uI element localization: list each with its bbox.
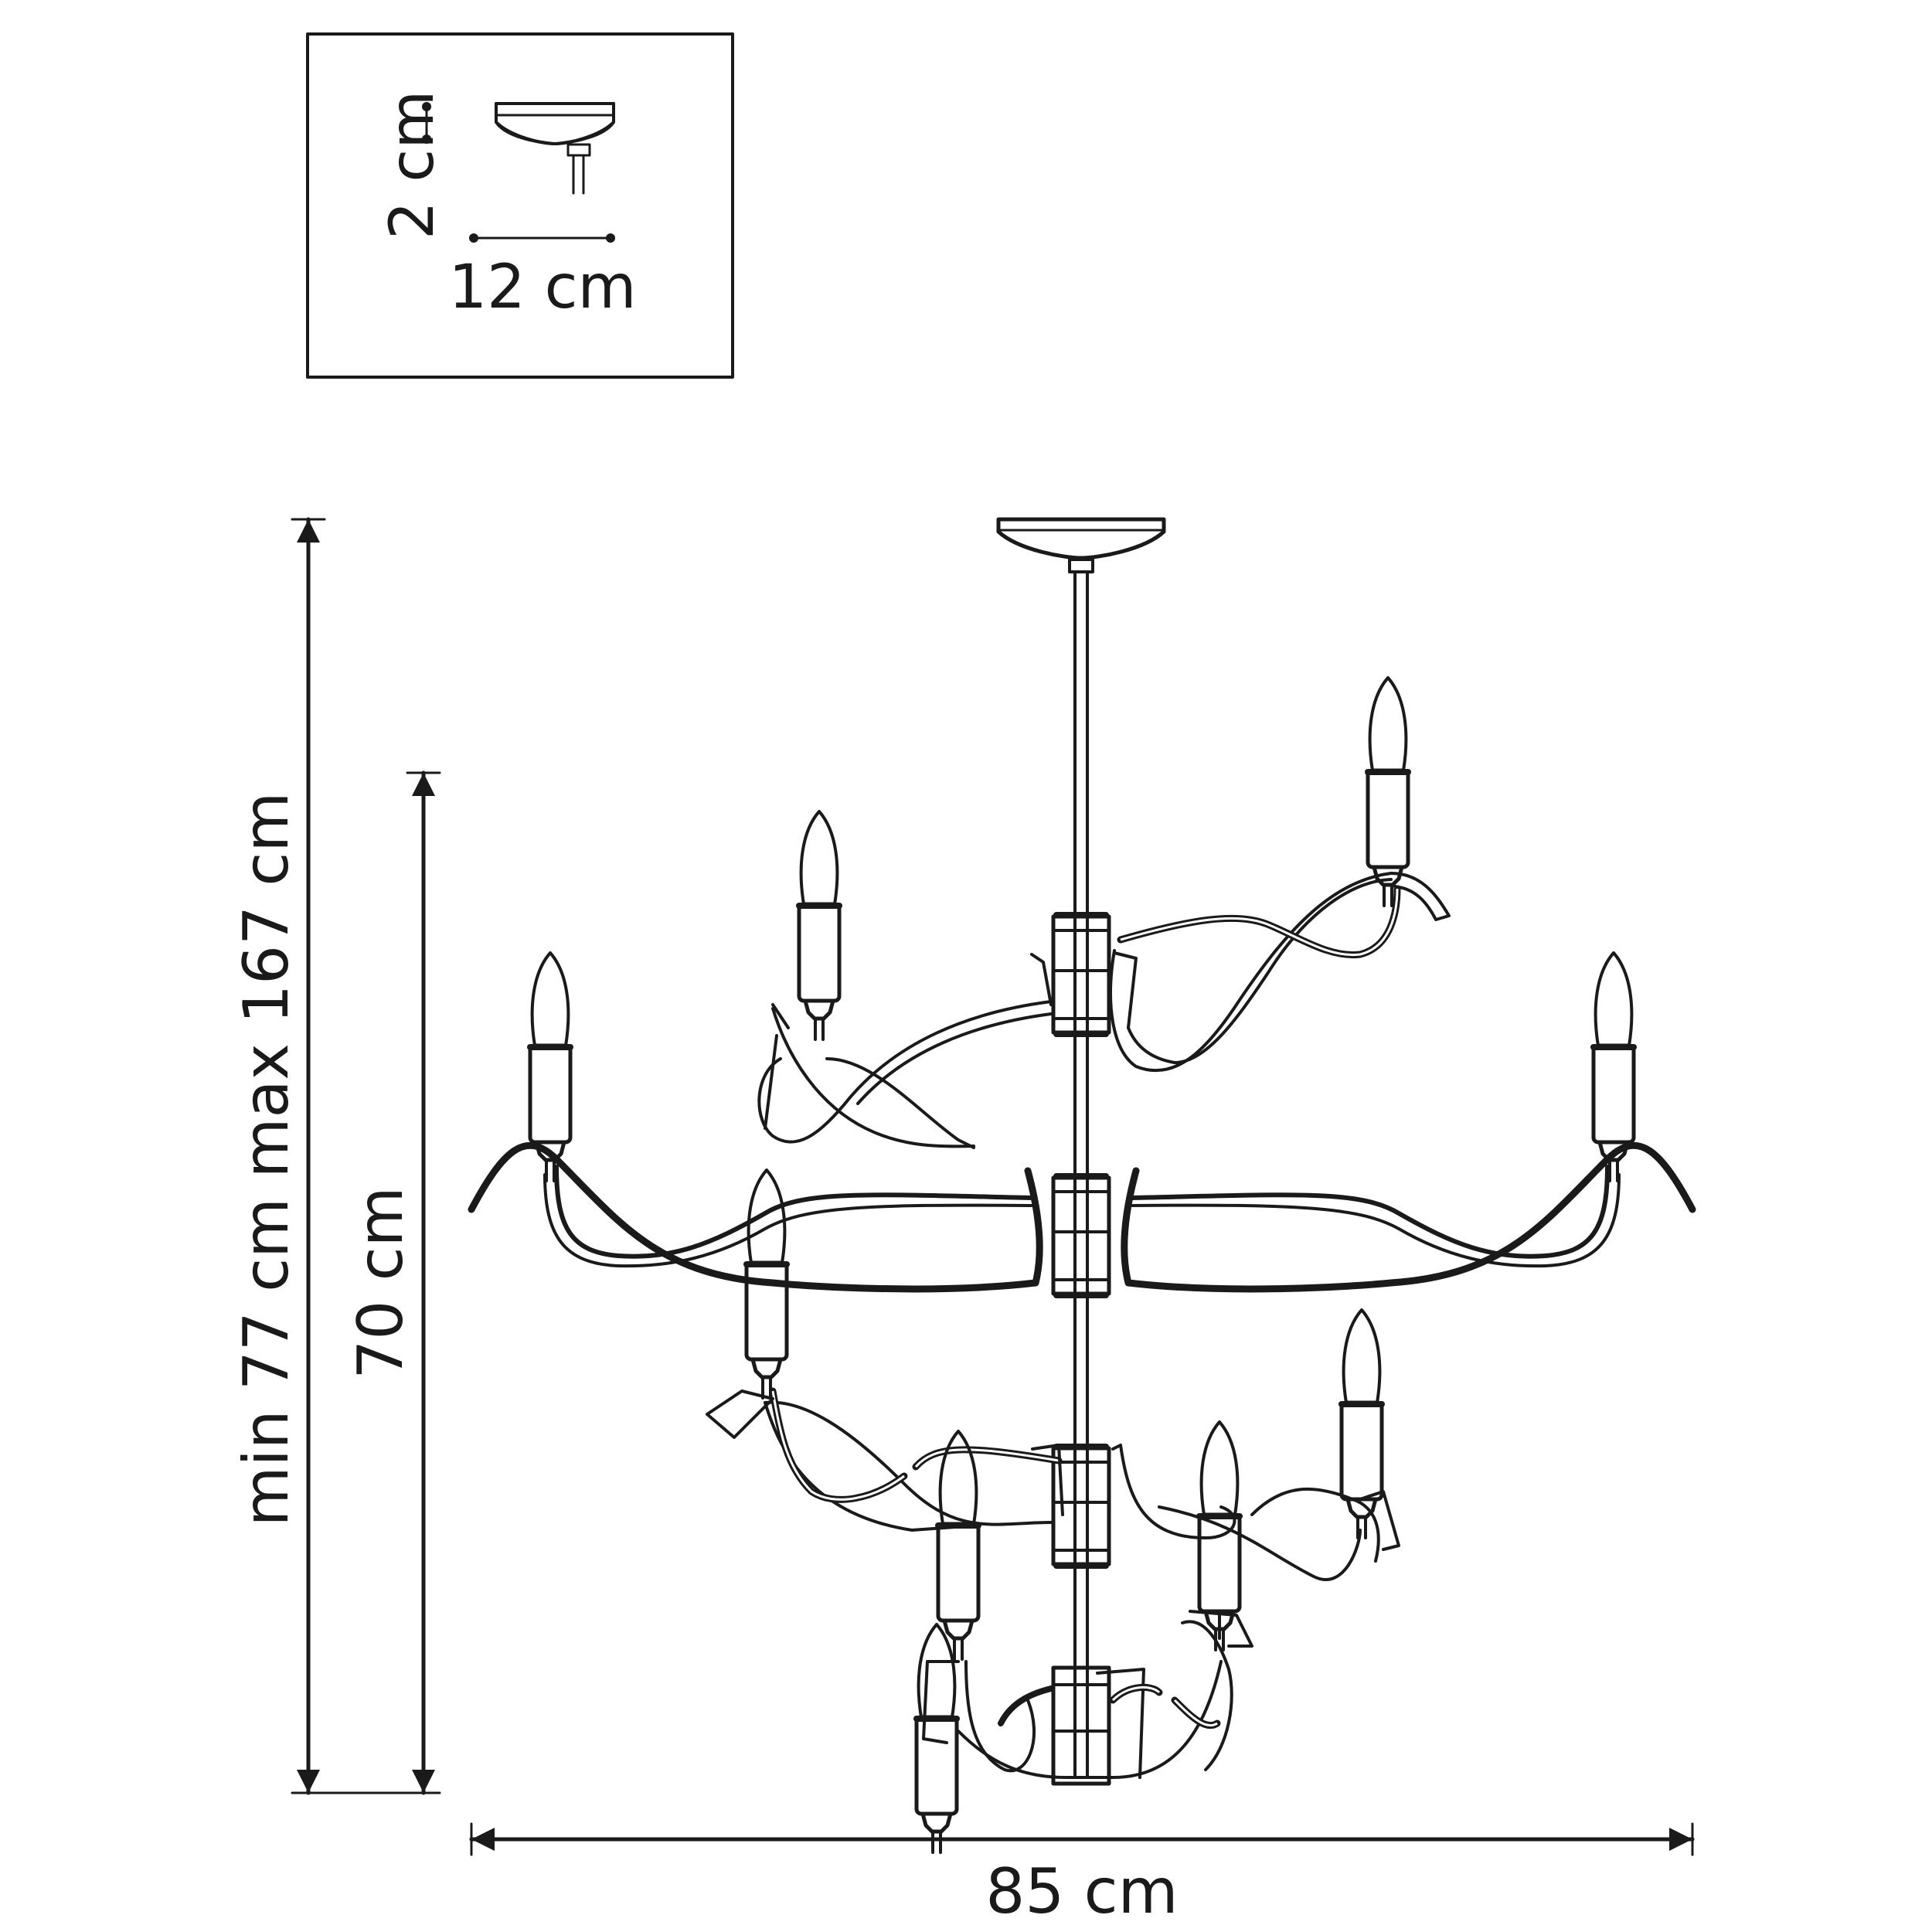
body-height-label: 70 cm [345, 1186, 417, 1379]
inset-width-label: 12 cm [449, 253, 637, 322]
upper-hub [1053, 915, 1109, 1034]
candle-icon [1594, 953, 1634, 1181]
bottom-tier-arms [922, 1610, 1253, 1779]
canopy-icon [495, 102, 615, 195]
width-label: 85 cm [985, 1855, 1178, 1927]
total-height-label: min 77 cm max 167 cm [230, 792, 302, 1527]
candle-icon [530, 953, 570, 1181]
ceiling-canopy-icon [996, 517, 1166, 573]
middle-hub [1053, 1176, 1109, 1295]
candle-icon [799, 811, 839, 1039]
upper-tier-arms [757, 872, 1451, 1149]
body-height-dimension: 70 cm [323, 770, 441, 1795]
canopy-inset: 2 cm 12 cm [306, 32, 734, 379]
middle-tier-arms [468, 1141, 1696, 1293]
width-marker-icon [469, 233, 615, 243]
width-dimension: 85 cm [469, 1822, 1695, 1927]
inset-height-label: 2 cm [378, 90, 447, 240]
candle-icon [938, 1431, 978, 1659]
lower-tier-arms [706, 1387, 1400, 1581]
height-marker-icon [422, 102, 431, 144]
total-height-dimension: min 77 cm max 167 cm [230, 517, 326, 1795]
chandelier-drawing [468, 517, 1696, 1852]
inset-frame [306, 32, 734, 379]
candle-icon [1368, 678, 1408, 906]
bottom-hub [1051, 1665, 1111, 1786]
